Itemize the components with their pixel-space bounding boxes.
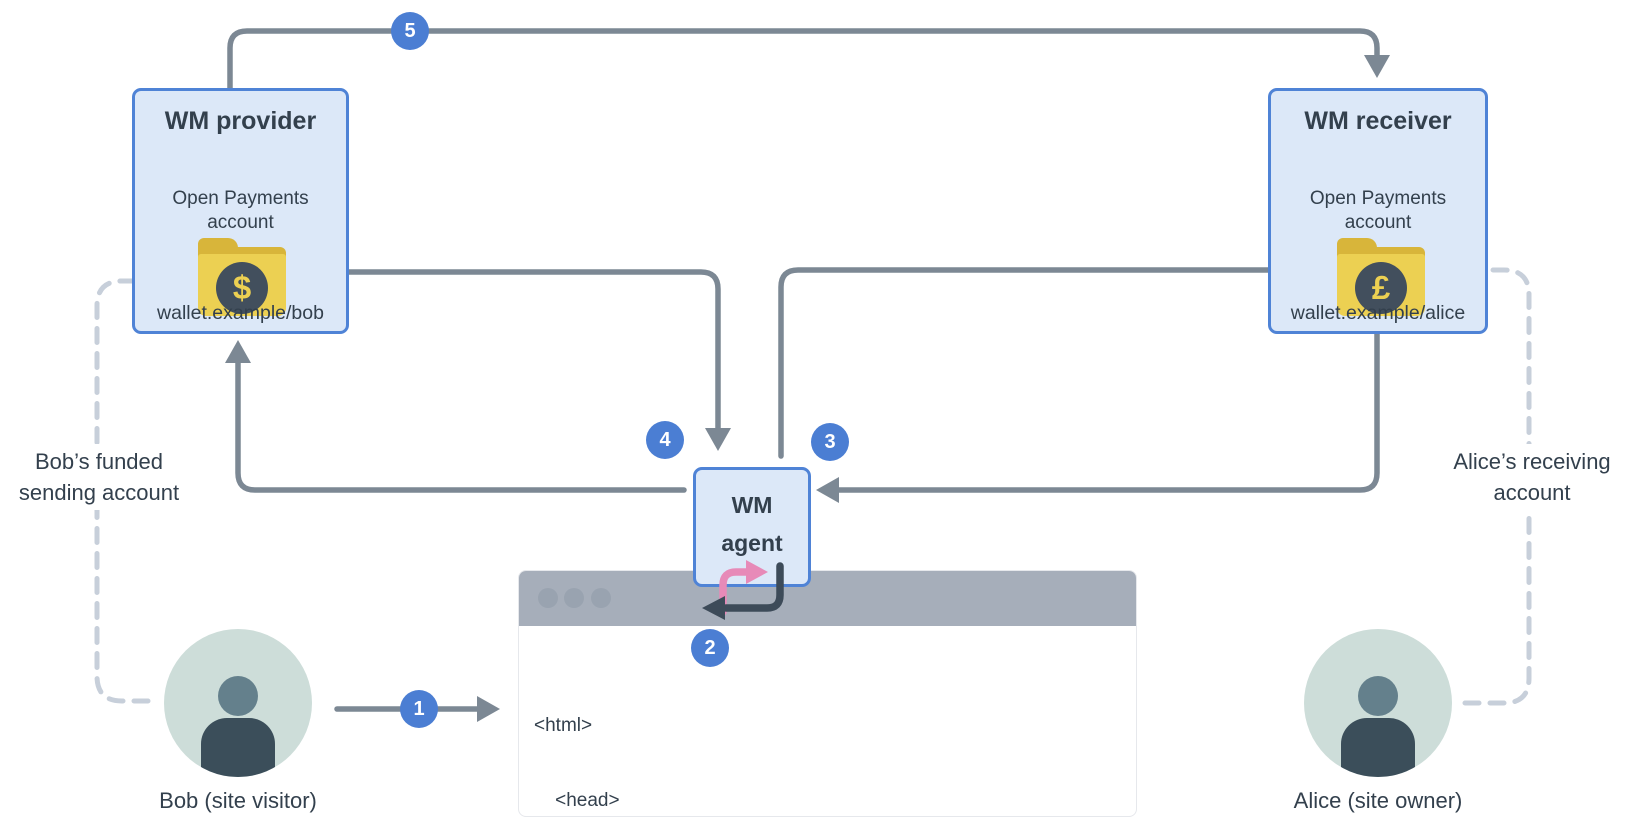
wm-provider-subtitle: Open Payments account: [135, 187, 346, 235]
browser-title-bar: [519, 571, 1136, 626]
wm-provider-subtitle-line2: account: [207, 212, 274, 233]
arrow-step5-provider-to-receiver: [227, 28, 1380, 91]
avatar-torso-icon: [201, 718, 275, 777]
wm-receiver-subtitle: Open Payments account: [1271, 187, 1485, 235]
wm-provider-wallet-address: wallet.example/bob: [157, 302, 324, 324]
step-badge-3: 3: [811, 423, 849, 461]
sync-cycle-icon: [702, 560, 784, 620]
step-badge-4: 4: [646, 421, 684, 459]
pound-coin-icon: £: [1355, 262, 1407, 314]
arrowhead-into-agent-right: [816, 477, 839, 503]
wm-agent-title-line1: WM: [731, 492, 773, 518]
bob-avatar: [164, 629, 312, 777]
folder-dollar-icon: $: [198, 238, 286, 316]
avatar-head-icon: [218, 676, 258, 716]
arrow-agent-to-receiver-folder: [778, 267, 1297, 459]
arrow-provider-folder-to-agent: [285, 269, 721, 432]
avatar-head-icon: [1358, 676, 1398, 716]
step-badge-1: 1: [400, 690, 438, 728]
step-badge-2: 2: [691, 629, 729, 667]
bob-label: Bob (site visitor): [159, 788, 317, 813]
window-button-icon: [564, 588, 584, 608]
alice-account-note-line1: Alice’s receiving: [1453, 449, 1611, 474]
arrow-agent-to-provider: [235, 360, 687, 493]
wm-receiver-wallet-address: wallet.example/alice: [1290, 302, 1466, 324]
wm-receiver-title: WM receiver: [1304, 107, 1452, 135]
alice-account-note-line2: account: [1493, 480, 1571, 505]
arrow-receiver-to-agent: [836, 331, 1380, 493]
page-source-code: <html> <head> <link rel="monetization" h…: [534, 663, 1075, 834]
code-line: <html>: [534, 715, 593, 736]
code-line: <head>: [534, 790, 620, 811]
alice-label: Alice (site owner): [1293, 788, 1463, 813]
dashed-alice-to-receiver-folder: [1460, 267, 1532, 706]
arrowhead-into-agent-top: [705, 428, 731, 451]
wm-receiver-subtitle-line2: account: [1344, 212, 1412, 233]
step-badge-5: 5: [391, 12, 429, 50]
bob-account-note-line1: Bob’s funded: [34, 449, 164, 474]
window-button-icon: [538, 588, 558, 608]
wm-agent-title-line2: agent: [721, 530, 783, 556]
cycle-pink-arrowhead: [746, 560, 768, 584]
bob-account-note: Bob’s funded sending account: [8, 444, 190, 510]
bob-account-note-line2: sending account: [18, 480, 180, 505]
wm-receiver-box: WM receiver Open Payments account £ wall…: [1268, 88, 1488, 334]
arrowhead-into-browser: [477, 696, 500, 722]
dollar-coin-icon: $: [216, 262, 268, 314]
alice-avatar: [1304, 629, 1452, 777]
avatar-torso-icon: [1341, 718, 1415, 777]
cycle-dark-arc: [722, 562, 784, 612]
browser-window: <html> <head> <link rel="monetization" h…: [518, 570, 1137, 817]
wm-provider-title: WM provider: [164, 107, 317, 135]
folder-pound-icon: £: [1337, 238, 1425, 316]
wm-provider-box: WM provider Open Payments account $ wall…: [132, 88, 349, 334]
wm-receiver-subtitle-line1: Open Payments: [1309, 188, 1447, 209]
wm-provider-subtitle-line1: Open Payments: [172, 188, 309, 209]
cycle-pink-arc: [719, 568, 750, 616]
window-button-icon: [591, 588, 611, 608]
wm-agent-title: WM agent: [696, 470, 808, 562]
alice-account-note: Alice’s receiving account: [1436, 444, 1626, 510]
arrowhead-into-receiver-top: [1364, 55, 1390, 78]
arrowhead-into-provider-bottom: [225, 340, 251, 363]
cycle-dark-arrowhead: [702, 596, 725, 620]
